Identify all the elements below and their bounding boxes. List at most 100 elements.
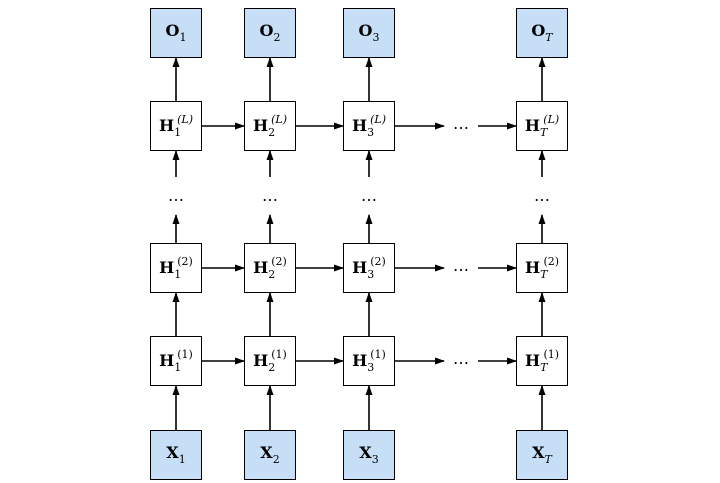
node-label-superscript: (L)	[543, 113, 560, 126]
node-label-main: H	[159, 258, 175, 277]
node-label-superscript: (1)	[370, 348, 386, 361]
hidden-state-node: H1(1)	[150, 336, 202, 386]
node-label-main: H	[524, 351, 541, 370]
node-label: HT(1)	[525, 349, 559, 373]
node-label-subscript: 3	[367, 361, 375, 374]
node-label-superscript: (L)	[370, 113, 386, 126]
hidden-state-node: H3(L)	[343, 101, 395, 151]
hidden-state-node: H3(2)	[343, 243, 395, 293]
node-label-subscript: T	[544, 453, 552, 466]
node-label: H3(1)	[352, 349, 386, 373]
input-node: X2	[244, 430, 296, 480]
node-label: O1	[165, 21, 187, 44]
node-label-subscript: 1	[174, 126, 182, 139]
node-label-superscript: (2)	[177, 255, 193, 268]
horizontal-ellipsis: …	[453, 256, 469, 275]
node-label: H3(L)	[352, 114, 386, 138]
node-label-subscript: 3	[367, 126, 375, 139]
node-label: H1(L)	[159, 114, 193, 138]
vertical-ellipsis: …	[534, 186, 550, 205]
input-node: X1	[150, 430, 202, 480]
node-label-main: X	[532, 443, 545, 462]
node-label: H2(L)	[253, 114, 287, 138]
node-label: X2	[260, 443, 280, 466]
node-label: HT(2)	[525, 256, 559, 280]
hidden-state-node: HT(L)	[516, 101, 568, 151]
vertical-ellipsis: …	[361, 186, 377, 205]
node-label-subscript: 2	[273, 31, 281, 44]
node-label-main: H	[351, 116, 368, 135]
node-label-main: H	[253, 351, 269, 370]
node-label: XT	[532, 443, 552, 466]
node-label-superscript: (1)	[177, 348, 193, 361]
node-label: H2(1)	[253, 349, 287, 373]
node-label-subscript: 3	[372, 31, 380, 44]
node-label-subscript: T	[539, 126, 548, 139]
vertical-ellipsis: …	[262, 186, 278, 205]
node-label-superscript: (L)	[177, 113, 193, 126]
node-label-subscript: 2	[268, 268, 276, 281]
vertical-ellipsis: …	[168, 186, 184, 205]
node-label-subscript: T	[540, 268, 548, 281]
node-label-main: H	[158, 116, 175, 135]
node-label-subscript: 3	[367, 268, 375, 281]
node-label-superscript: (1)	[271, 348, 287, 361]
node-label-main: O	[531, 21, 546, 40]
node-label-main: H	[524, 258, 541, 277]
node-label-main: X	[260, 443, 273, 462]
input-node: XT	[516, 430, 568, 480]
output-node: O3	[343, 8, 395, 58]
node-label-subscript: 2	[268, 126, 276, 139]
node-label: HT(L)	[525, 114, 559, 138]
node-label-subscript: 1	[179, 31, 187, 44]
hidden-state-node: HT(1)	[516, 336, 568, 386]
node-label-main: H	[252, 116, 269, 135]
node-label: O3	[358, 21, 380, 44]
hidden-state-node: H1(2)	[150, 243, 202, 293]
node-label-main: H	[159, 351, 175, 370]
node-label: X1	[166, 443, 185, 466]
node-label-main: X	[359, 443, 372, 462]
horizontal-ellipsis: …	[453, 349, 469, 368]
node-label-main: H	[352, 258, 368, 277]
output-node: OT	[516, 8, 568, 58]
node-label-main: O	[165, 21, 180, 40]
node-label-subscript: 2	[268, 361, 276, 374]
hidden-state-node: H2(L)	[244, 101, 296, 151]
node-label: H3(2)	[352, 256, 386, 280]
node-label-subscript: T	[540, 361, 548, 374]
node-label-main: H	[352, 351, 368, 370]
node-label-main: X	[166, 443, 179, 462]
node-label-superscript: (2)	[370, 255, 386, 268]
node-label-subscript: T	[545, 31, 553, 44]
input-node: X3	[343, 430, 395, 480]
output-node: O2	[244, 8, 296, 58]
node-label-superscript: (2)	[543, 255, 560, 268]
hidden-state-node: H2(2)	[244, 243, 296, 293]
node-label-main: H	[524, 116, 540, 135]
node-label-main: O	[358, 21, 373, 40]
node-label-subscript: 1	[174, 361, 182, 374]
node-label-superscript: (1)	[543, 348, 560, 361]
node-label: O2	[259, 21, 281, 44]
node-label: H2(2)	[253, 256, 287, 280]
output-node: O1	[150, 8, 202, 58]
node-label: X3	[359, 443, 379, 466]
node-label-main: H	[253, 258, 269, 277]
node-label-main: O	[259, 21, 274, 40]
node-label-subscript: 1	[174, 268, 182, 281]
hidden-state-node: H3(1)	[343, 336, 395, 386]
hidden-state-node: H1(L)	[150, 101, 202, 151]
hidden-state-node: HT(2)	[516, 243, 568, 293]
node-label: H1(2)	[159, 256, 193, 280]
horizontal-ellipsis: …	[453, 114, 469, 133]
node-label: H1(1)	[159, 349, 193, 373]
node-label-superscript: (L)	[271, 113, 287, 126]
node-label-subscript: 3	[371, 453, 379, 466]
node-label-superscript: (2)	[271, 255, 287, 268]
node-label: OT	[531, 21, 553, 44]
node-label-subscript: 2	[272, 453, 280, 466]
hidden-state-node: H2(1)	[244, 336, 296, 386]
